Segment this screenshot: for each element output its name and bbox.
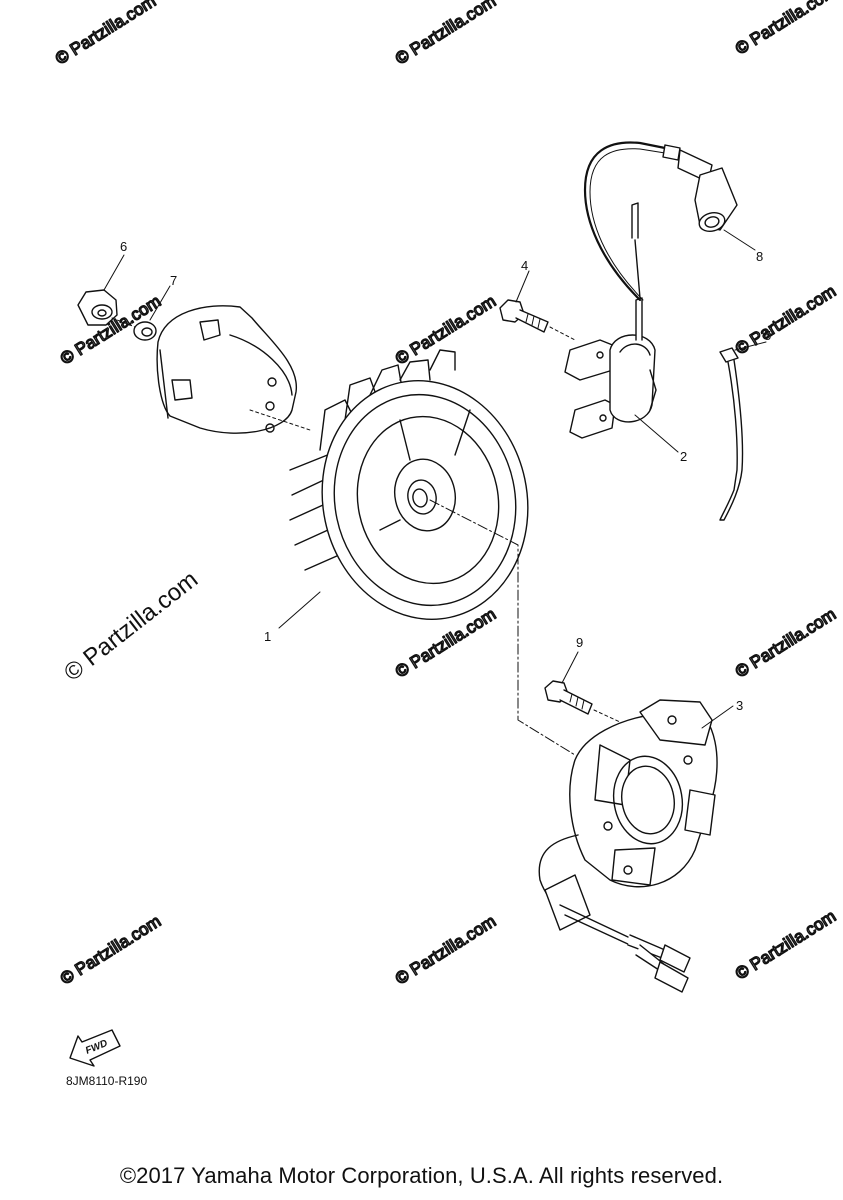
part-4-bolt bbox=[499, 299, 576, 341]
part-8-plug-cap bbox=[662, 144, 738, 233]
watermark-text: © Partzilla.com bbox=[392, 292, 499, 369]
watermark-large: © Partzilla.com bbox=[59, 566, 203, 687]
watermark-text: © Partzilla.com bbox=[732, 0, 839, 58]
part-3-stator bbox=[538, 699, 718, 993]
part-1-flywheel bbox=[289, 349, 529, 620]
watermark-text: © Partzilla.com bbox=[392, 0, 499, 68]
part-6-nut bbox=[77, 289, 136, 328]
watermark-text: © Partzilla.com bbox=[732, 907, 839, 984]
callout-1: 1 bbox=[264, 629, 271, 644]
copyright-notice: ©2017 Yamaha Motor Corporation, U.S.A. A… bbox=[119, 1163, 724, 1188]
watermark-text: © Partzilla.com bbox=[392, 912, 499, 989]
centerline bbox=[429, 499, 576, 756]
callout-7: 7 bbox=[170, 273, 177, 288]
leader-lines bbox=[103, 229, 767, 729]
watermark-text: © Partzilla.com bbox=[57, 912, 164, 989]
watermark-text: © Partzilla.com bbox=[52, 0, 159, 68]
callout-4: 4 bbox=[521, 258, 528, 273]
callout-5: 5 bbox=[764, 328, 771, 343]
fwd-arrow-icon: FWD bbox=[69, 1029, 121, 1067]
callout-9: 9 bbox=[576, 635, 583, 650]
part-5-cable-tie bbox=[719, 347, 744, 521]
watermark-text: © Partzilla.com bbox=[732, 605, 839, 682]
callout-3: 3 bbox=[736, 698, 743, 713]
part-9-bolt bbox=[544, 680, 621, 723]
rotor-boss bbox=[156, 305, 311, 434]
callout-2: 2 bbox=[680, 449, 687, 464]
part-2-ignition-coil bbox=[564, 141, 667, 439]
part-7-washer bbox=[133, 321, 157, 341]
callout-6: 6 bbox=[120, 239, 127, 254]
diagram-code: 8JM8110-R190 bbox=[66, 1074, 148, 1088]
callout-8: 8 bbox=[756, 249, 763, 264]
